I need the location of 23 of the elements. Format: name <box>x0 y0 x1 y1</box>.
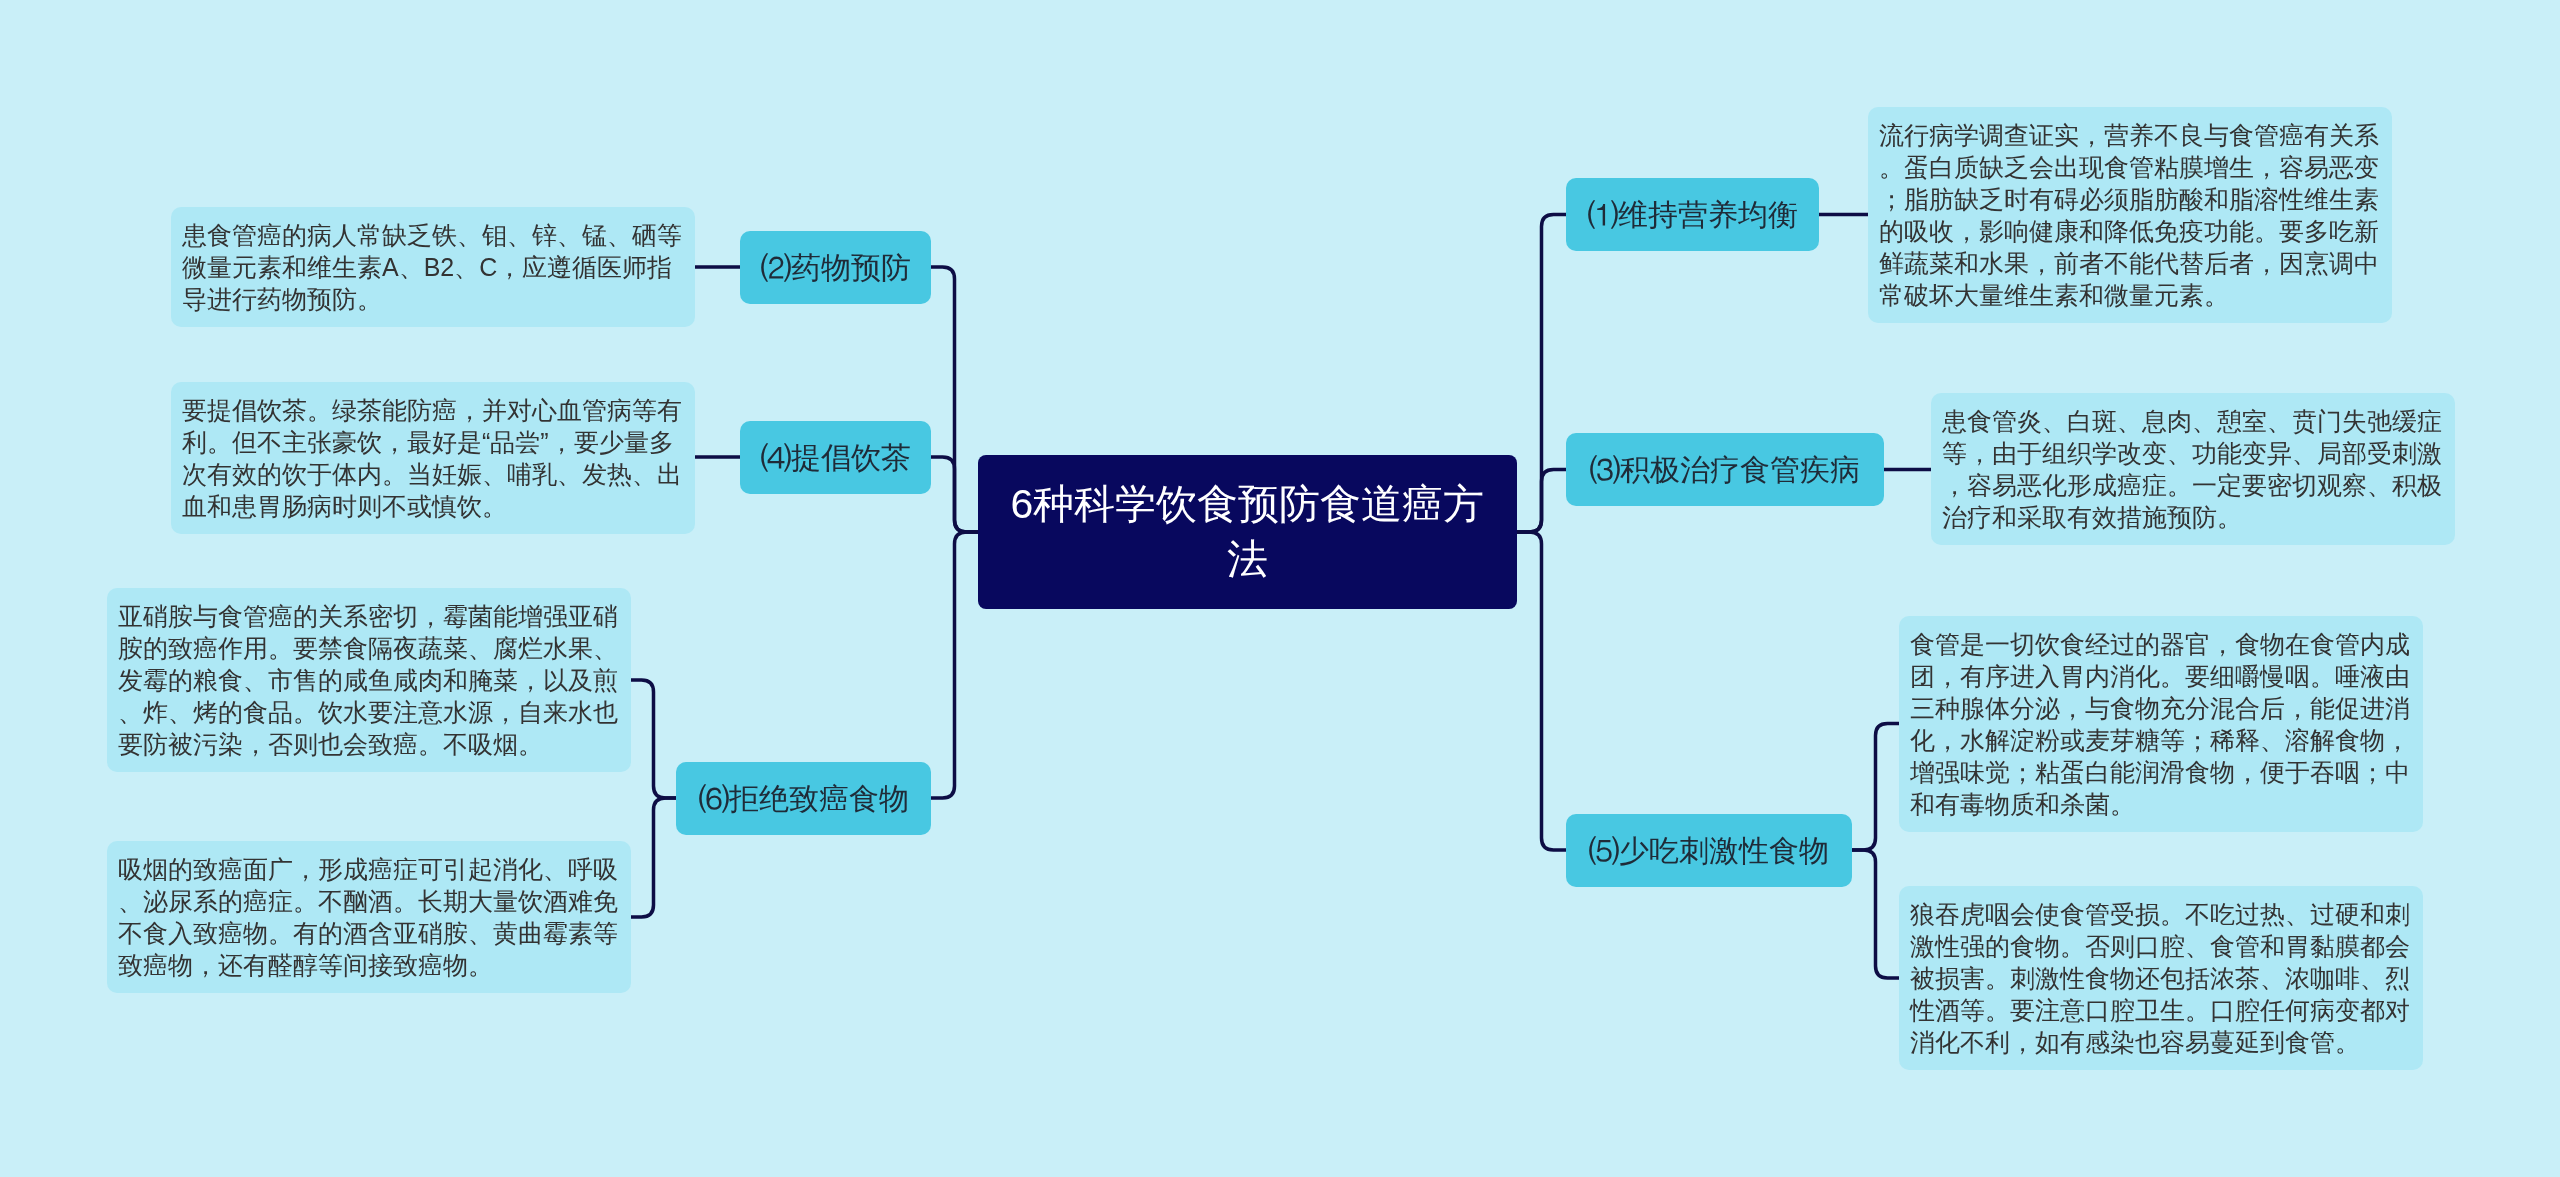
note-box: 狼吞虎咽会使食管受损。不吃过热、过硬和刺激性强的食物。否则口腔、食管和胃黏膜都会被损害。刺激性食物还包括浓茶、浓咖啡、烈性酒等。要注意口腔卫生。口腔任何病变都对消化不利，如有感染也容易蔓延到食管。 <box>1899 886 2423 1070</box>
central-topic-box: 6种科学饮食预防食道癌方法 <box>978 455 1517 609</box>
connector-line <box>1819 212 1868 217</box>
note-box: 患食管炎、白斑、息肉、憩室、贲门失弛缓症等，由于组织学改变、功能变异、局部受刺激，容易恶化形成癌症。一定要密切观察、积极治疗和采取有效措施预防。 <box>1931 393 2455 545</box>
connector-line <box>695 455 740 459</box>
connector-line <box>931 530 978 800</box>
connector-line <box>1884 467 1931 472</box>
note-box: 流行病学调查证实，营养不良与食管癌有关系。蛋白质缺乏会出现食管粘膜增生，容易恶变；脂肪缺乏时有碍必须脂肪酸和脂溶性维生素的吸收，影响健康和降低免疫功能。要多吃新鲜蔬菜和水果，前者不能代替后者，因烹调中常破坏大量维生素和微量元素。 <box>1868 107 2392 323</box>
branch-topic-box: ⑷提倡饮茶 <box>740 420 931 494</box>
branch-topic-box: ⑵药物预防 <box>740 230 931 304</box>
note-box: 亚硝胺与食管癌的关系密切，霉菌能增强亚硝胺的致癌作用。要禁食隔夜蔬菜、腐烂水果、发霉的粮食、市售的咸鱼咸肉和腌菜，以及煎、炸、烤的食品。饮水要注意水源，自来水也要防被污染，否则也会致癌。不吸烟。 <box>107 588 631 772</box>
connector-line <box>1852 848 1899 980</box>
connector-line <box>631 796 676 919</box>
connector-line <box>695 265 740 269</box>
note-box: 吸烟的致癌面广，形成癌症可引起消化、呼吸、泌尿系的癌症。不酗酒。长期大量饮酒难免不食入致癌物。有的酒含亚硝胺、黄曲霉素等致癌物，还有醛醇等间接致癌物。 <box>107 841 631 993</box>
note-box: 食管是一切饮食经过的器官，食物在食管内成团，有序进入胃内消化。要细嚼慢咽。唾液由三种腺体分泌，与食物充分混合后，能促进消化，水解淀粉或麦芽糖等；稀释、溶解食物，增强味觉；粘蛋白能润滑食物，便于吞咽；中和有毒物质和杀菌。 <box>1899 615 2423 832</box>
connector-line <box>1517 530 1566 852</box>
branch-topic-box: ⑶积极治疗食管疾病 <box>1566 433 1884 506</box>
branch-topic-box: ⑹拒绝致癌食物 <box>676 761 931 835</box>
branch-topic-box: ⑴维持营养均衡 <box>1566 178 1819 251</box>
note-box: 要提倡饮茶。绿茶能防癌，并对心血管病等有利。但不主张豪饮，最好是“品尝”，要少量多次有效的饮于体内。当妊娠、哺乳、发热、出血和患胃肠病时则不或慎饮。 <box>171 382 695 534</box>
branch-topic-box: ⑸少吃刺激性食物 <box>1566 813 1852 887</box>
note-box: 患食管癌的病人常缺乏铁、钼、锌、锰、硒等微量元素和维生素A、B2、C，应遵循医师指导进行药物预防。 <box>171 207 695 327</box>
